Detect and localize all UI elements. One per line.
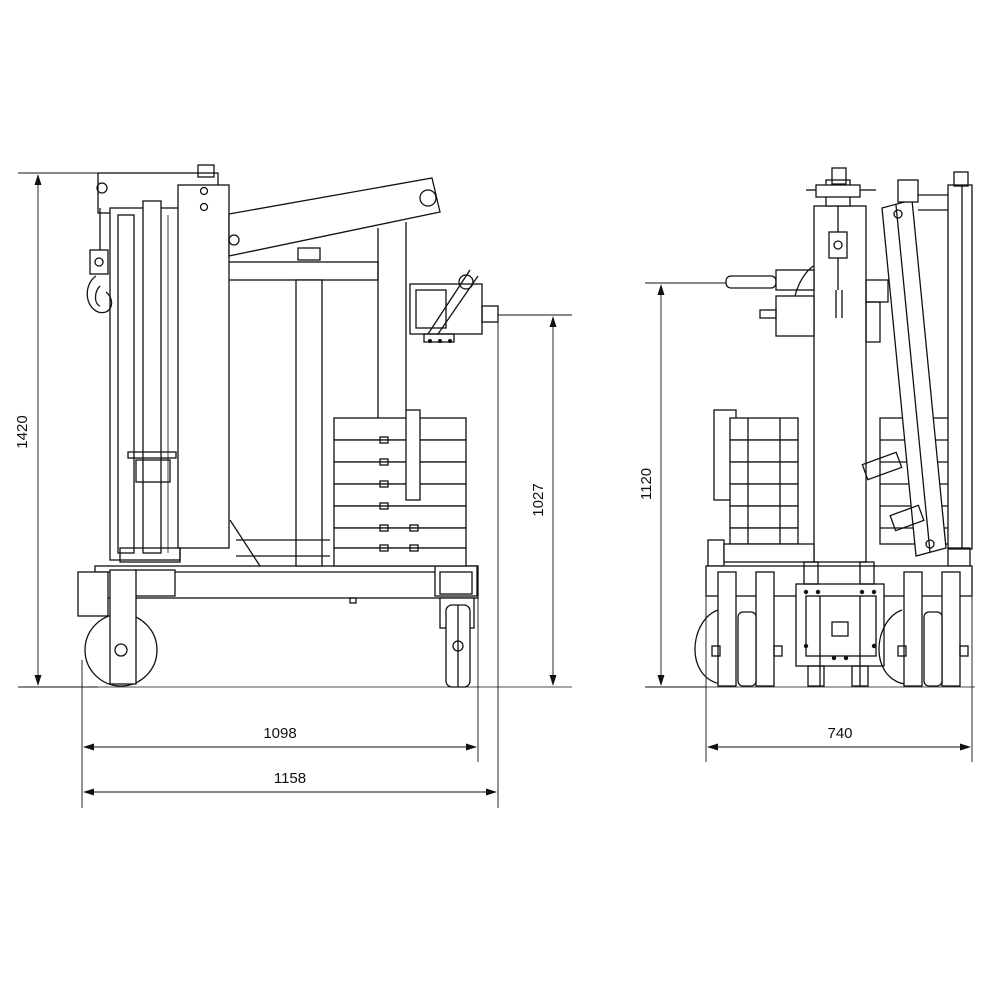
side-view: 1420 1027 1098 1158 <box>14 164 572 808</box>
front-right-wheel <box>878 571 969 687</box>
side-chassis <box>77 565 479 617</box>
side-winch <box>409 269 499 343</box>
front-view: 1120 740 <box>638 167 975 762</box>
dim-label-740: 740 <box>827 725 852 742</box>
front-mast <box>725 167 889 563</box>
dim-label-1027: 1027 <box>530 483 547 516</box>
dim-label-1158: 1158 <box>274 770 306 787</box>
dim-label-1420: 1420 <box>14 415 31 448</box>
side-support-frame <box>225 222 407 567</box>
side-front-caster <box>439 597 475 688</box>
side-mast <box>96 164 230 563</box>
dim-label-1120: 1120 <box>638 468 655 500</box>
side-boom <box>228 177 441 257</box>
side-rear-wheel <box>84 569 158 687</box>
front-boom <box>861 199 947 557</box>
front-dimensions <box>645 282 973 762</box>
front-base <box>705 539 973 687</box>
side-dimensions <box>18 172 572 808</box>
front-left-wheel <box>694 571 783 687</box>
dim-label-1098: 1098 <box>263 725 296 742</box>
side-counterweight <box>333 409 467 567</box>
side-hook <box>86 208 113 314</box>
front-hook <box>828 206 848 318</box>
front-side-rail <box>897 171 973 567</box>
